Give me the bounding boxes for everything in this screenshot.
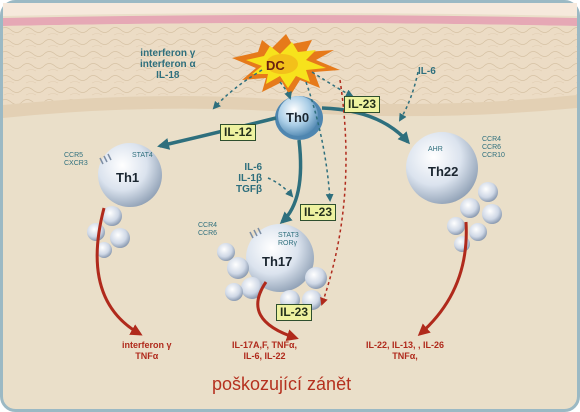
arrow-th0-to-th1 <box>157 116 277 150</box>
th17-label: Th17 <box>262 254 293 269</box>
il23-box-bottom: IL-23 <box>276 304 313 321</box>
th1-label: Th1 <box>116 170 140 185</box>
th17-outputs: IL-17A,F, TNFα, IL-6, IL-22 <box>232 340 298 361</box>
arrow-dc-to-il23-mid <box>305 81 334 202</box>
th1-tf: STAT4 <box>132 152 153 159</box>
th1-receptors: CCR5 CXCR3 <box>64 152 88 167</box>
arrow-th17-signals <box>267 177 294 198</box>
th17-tf: STAT3 RORγ <box>278 232 299 247</box>
teal-arrows <box>157 69 419 225</box>
th0-label: Th0 <box>286 110 310 125</box>
th17-signals-label: IL-6 IL-1β TGFβ <box>236 162 263 195</box>
il12-box: IL-12 <box>220 124 257 141</box>
footer-title: poškozující zánět <box>212 374 352 394</box>
il23-box-top: IL-23 <box>344 96 381 113</box>
dc-signals-label: interferon γ interferon α IL-18 <box>140 48 196 81</box>
dc-label: DC <box>266 58 285 73</box>
il6-label: IL-6 <box>418 66 436 77</box>
arrow-th0-to-th22 <box>321 106 410 145</box>
arrow-th1-output <box>95 207 143 336</box>
red-arrows <box>95 79 468 341</box>
arrow-dc-to-il23-bottom <box>320 79 347 306</box>
il23-box-mid: IL-23 <box>300 204 337 221</box>
th22-outputs: IL-22, IL-13, , IL-26 TNFα, <box>366 340 445 361</box>
arrow-dc-signals <box>212 69 263 110</box>
th22-cell <box>406 132 502 252</box>
dendritic-cell <box>232 34 340 96</box>
arrow-th0-to-th17 <box>279 139 303 225</box>
arrow-th22-output <box>417 221 468 336</box>
th22-receptors: CCR4 CCR6 CCR10 <box>482 136 505 159</box>
th1-outputs: interferon γ TNFα <box>122 340 172 361</box>
th1-cell <box>87 143 162 258</box>
th0-cell <box>275 96 323 140</box>
arrow-th17-output <box>256 281 299 341</box>
th22-tf: AHR <box>428 146 443 153</box>
arrow-dc-to-th0 <box>279 81 292 100</box>
th22-label: Th22 <box>428 164 459 179</box>
th17-receptors: CCR4 CCR6 <box>198 222 218 237</box>
arrow-dc-to-il23 <box>311 71 354 97</box>
